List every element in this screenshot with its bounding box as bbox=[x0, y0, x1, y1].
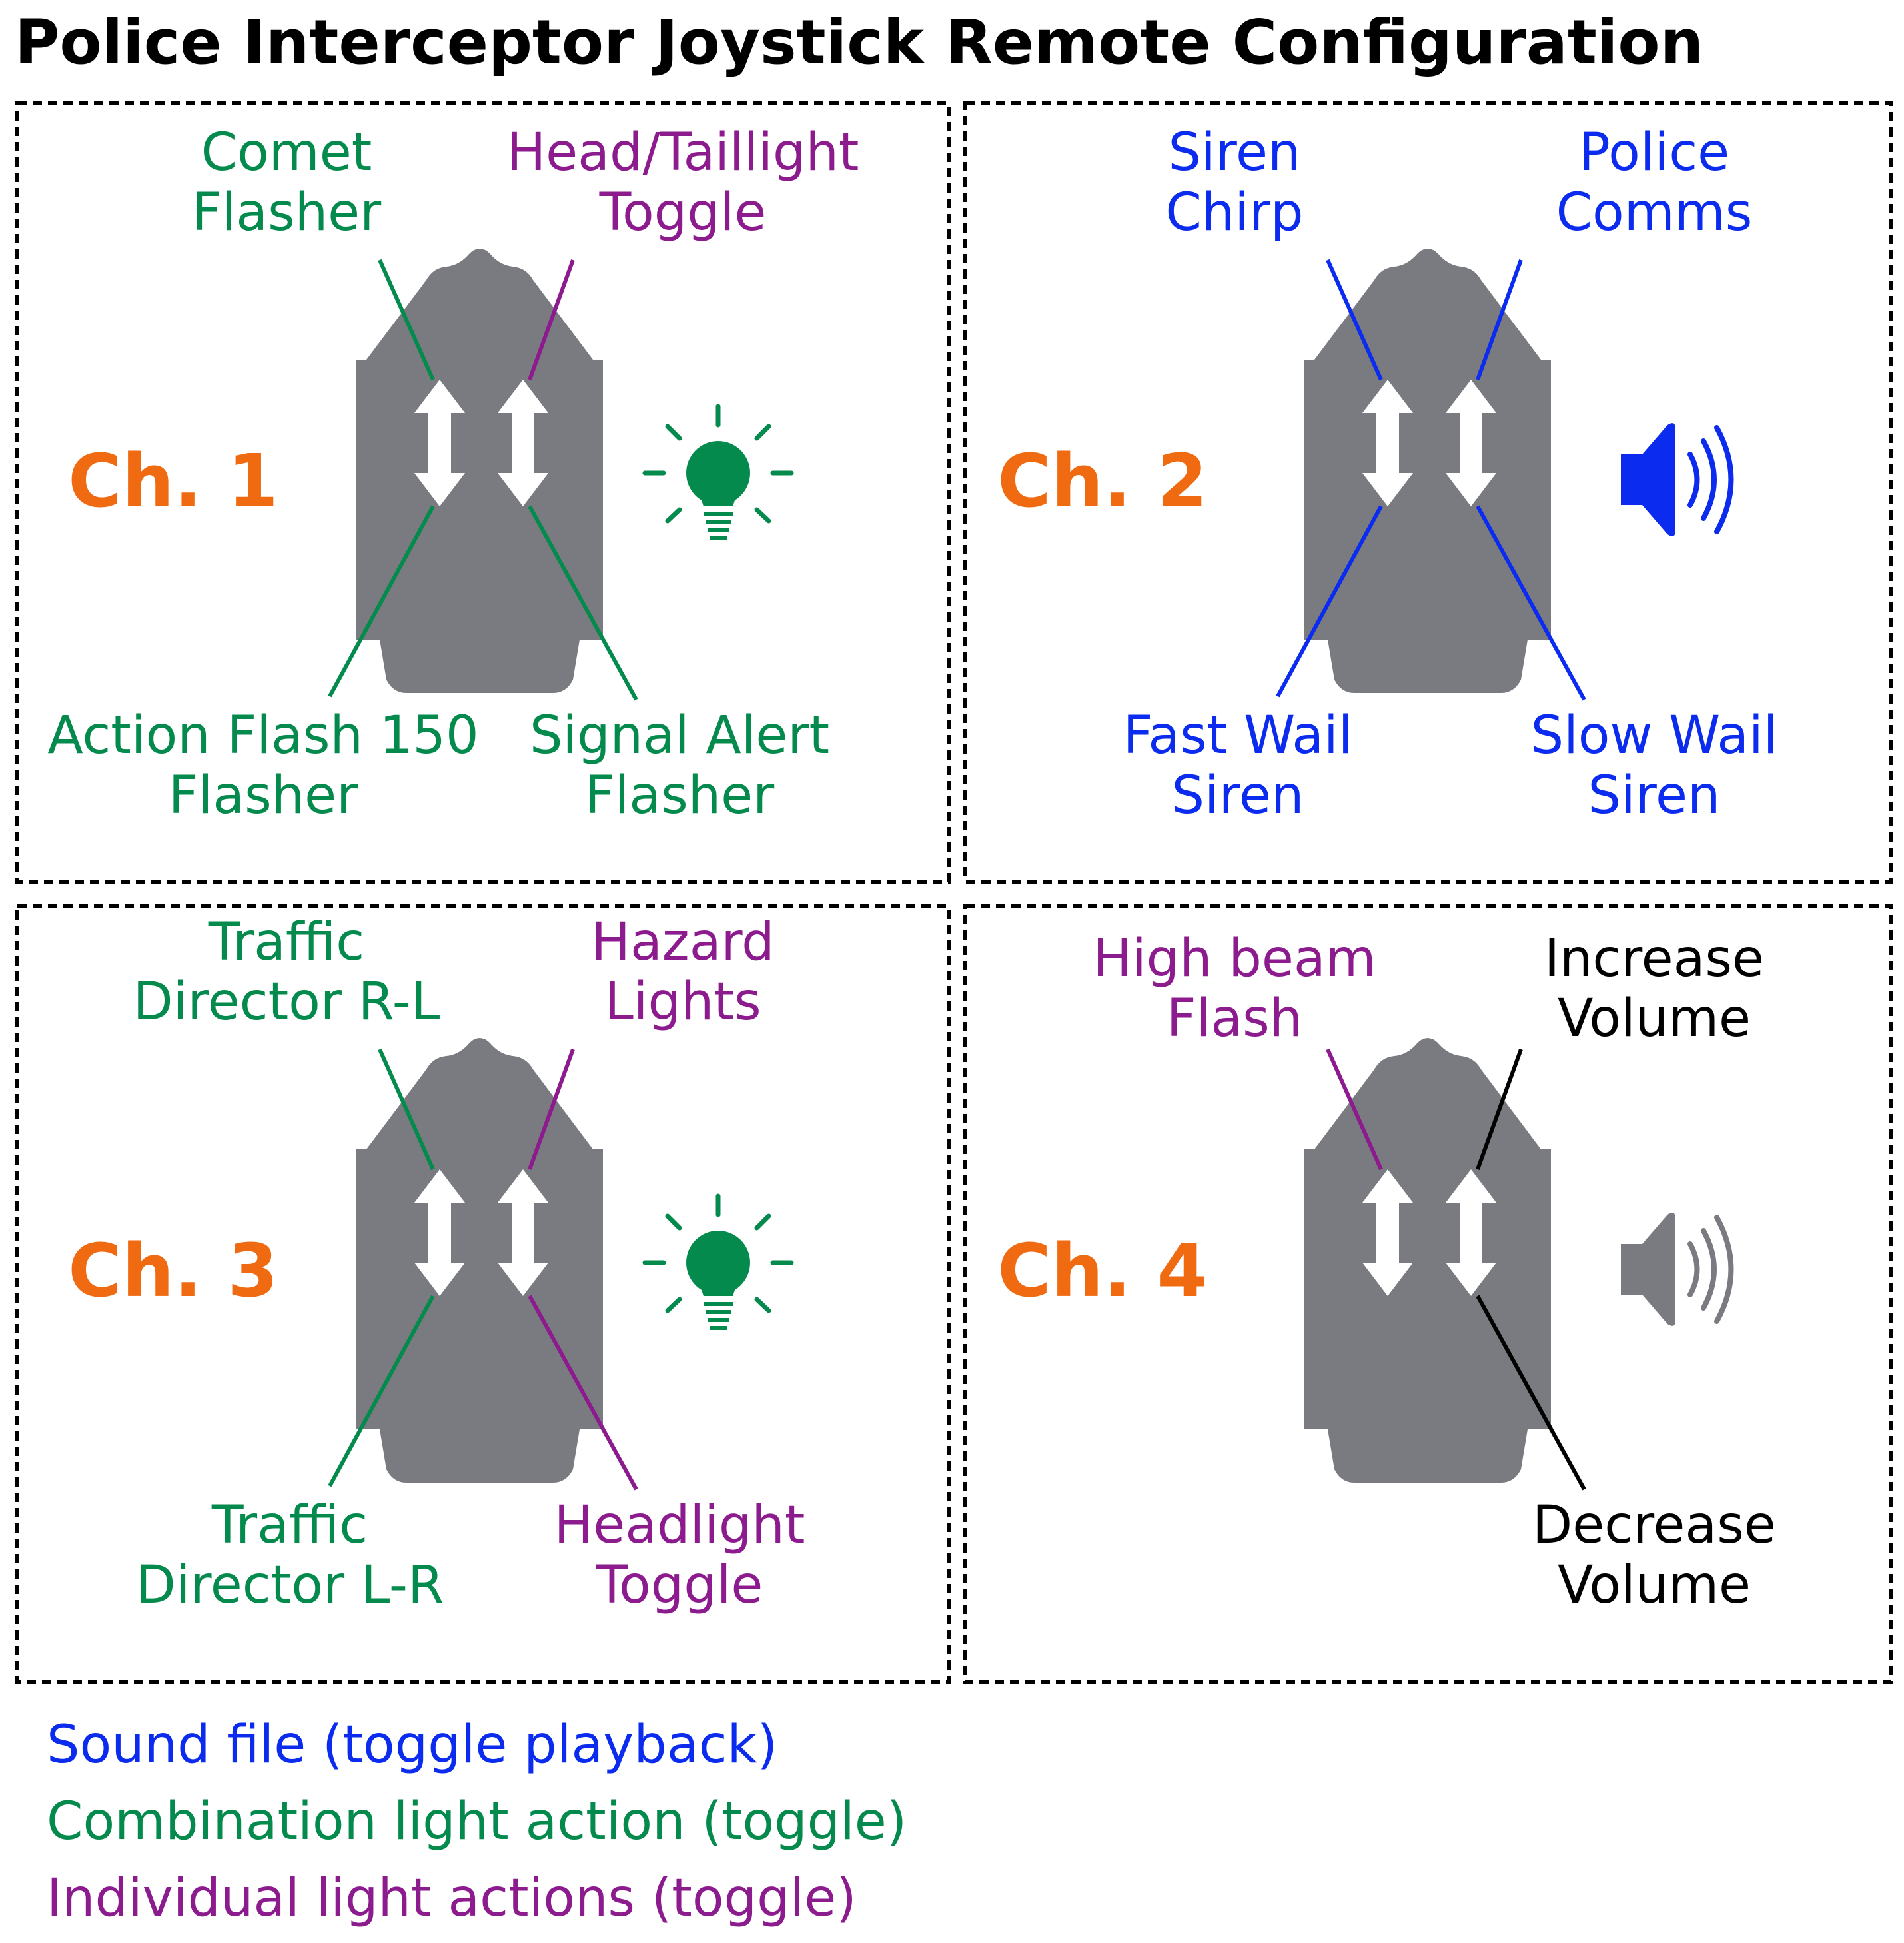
label-line: Lights bbox=[604, 972, 761, 1032]
lightbulb-icon bbox=[642, 404, 794, 540]
right-stick-arrow bbox=[1446, 1169, 1496, 1296]
label-line: Flash bbox=[1167, 989, 1302, 1049]
label-line: Traffic bbox=[208, 912, 364, 972]
label-line: Siren bbox=[1169, 123, 1301, 183]
remote-body bbox=[356, 1038, 603, 1483]
channel-label: Ch. 2 bbox=[997, 438, 1208, 524]
panel-border bbox=[15, 101, 951, 884]
speaker-icon bbox=[1621, 1213, 1734, 1326]
panel-border bbox=[963, 904, 1893, 1684]
label-line: Signal Alert bbox=[530, 706, 829, 766]
label-line: Comet bbox=[201, 123, 372, 183]
leader-bottom-right bbox=[528, 1295, 638, 1491]
label-line: Siren bbox=[1588, 766, 1721, 826]
panel-border bbox=[15, 904, 951, 1684]
leader-top-left bbox=[378, 1048, 435, 1171]
leader-bottom-right bbox=[1476, 1295, 1586, 1491]
leader-top-right bbox=[528, 259, 575, 381]
label-line: Director L-R bbox=[136, 1555, 444, 1615]
label-line: Headlight bbox=[554, 1495, 805, 1555]
joystick-remote bbox=[1304, 1038, 1551, 1483]
remote-body bbox=[1304, 1038, 1551, 1483]
leader-bottom-right bbox=[1476, 505, 1586, 701]
lightbulb-icon bbox=[642, 1193, 794, 1330]
legend: Sound file (toggle playback) Combination … bbox=[47, 1715, 907, 1928]
left-stick-arrow bbox=[414, 380, 465, 506]
left-stick-arrow bbox=[1362, 380, 1413, 506]
label-line: Director R-L bbox=[133, 972, 440, 1032]
leader-top-right bbox=[528, 1048, 575, 1171]
legend-item: Combination light action (toggle) bbox=[47, 1792, 907, 1852]
label-line: Traffic bbox=[211, 1495, 368, 1555]
label-line: Slow Wail bbox=[1531, 706, 1778, 766]
left-stick-arrow bbox=[1362, 1169, 1413, 1296]
speaker-icon bbox=[1621, 423, 1734, 536]
label-line: Volume bbox=[1558, 1555, 1751, 1615]
label-line: Hazard bbox=[591, 912, 774, 972]
channel-label: Ch. 1 bbox=[68, 438, 278, 524]
label-line: Toggle bbox=[599, 183, 767, 243]
label-line: High beam bbox=[1093, 929, 1376, 989]
label-line: Siren bbox=[1172, 766, 1304, 826]
label-line: Toggle bbox=[596, 1555, 763, 1615]
label-line: Chirp bbox=[1165, 183, 1303, 243]
leader-top-right bbox=[1476, 259, 1523, 381]
legend-item: Sound file (toggle playback) bbox=[47, 1715, 777, 1775]
left-stick-arrow bbox=[414, 1169, 465, 1296]
channel-label: Ch. 4 bbox=[997, 1228, 1208, 1313]
right-stick-arrow bbox=[498, 1169, 548, 1296]
leader-top-left bbox=[1326, 259, 1383, 381]
leader-bottom-left bbox=[1276, 505, 1383, 698]
channel-label: Ch. 3 bbox=[68, 1228, 278, 1313]
right-stick-arrow bbox=[498, 380, 548, 506]
remote-body bbox=[1304, 249, 1551, 693]
joystick-remote bbox=[356, 249, 603, 693]
leader-top-right bbox=[1476, 1048, 1523, 1171]
joystick-remote bbox=[1304, 249, 1551, 693]
panel-border bbox=[963, 101, 1893, 884]
leader-top-left bbox=[1326, 1048, 1383, 1171]
label-line: Flasher bbox=[192, 183, 382, 243]
joystick-remote bbox=[356, 1038, 603, 1483]
remote-body bbox=[356, 249, 603, 693]
label-line: Comms bbox=[1556, 183, 1753, 243]
label-line: Police bbox=[1579, 123, 1729, 183]
label-line: Volume bbox=[1558, 989, 1751, 1049]
leader-bottom-right bbox=[528, 505, 638, 701]
legend-item: Individual light actions (toggle) bbox=[47, 1868, 857, 1928]
label-line: Action Flash 150 bbox=[47, 706, 478, 766]
label-line: Flasher bbox=[585, 766, 775, 826]
right-stick-arrow bbox=[1446, 380, 1496, 506]
label-line: Increase bbox=[1544, 929, 1764, 989]
page-title: Police Interceptor Joystick Remote Confi… bbox=[15, 7, 1703, 78]
label-line: Decrease bbox=[1532, 1495, 1776, 1555]
leader-top-left bbox=[378, 259, 435, 381]
label-line: Fast Wail bbox=[1123, 706, 1353, 766]
leader-bottom-left bbox=[328, 1295, 435, 1487]
label-line: Flasher bbox=[169, 766, 358, 826]
leader-bottom-left bbox=[328, 505, 435, 698]
label-line: Head/Taillight bbox=[507, 123, 859, 183]
